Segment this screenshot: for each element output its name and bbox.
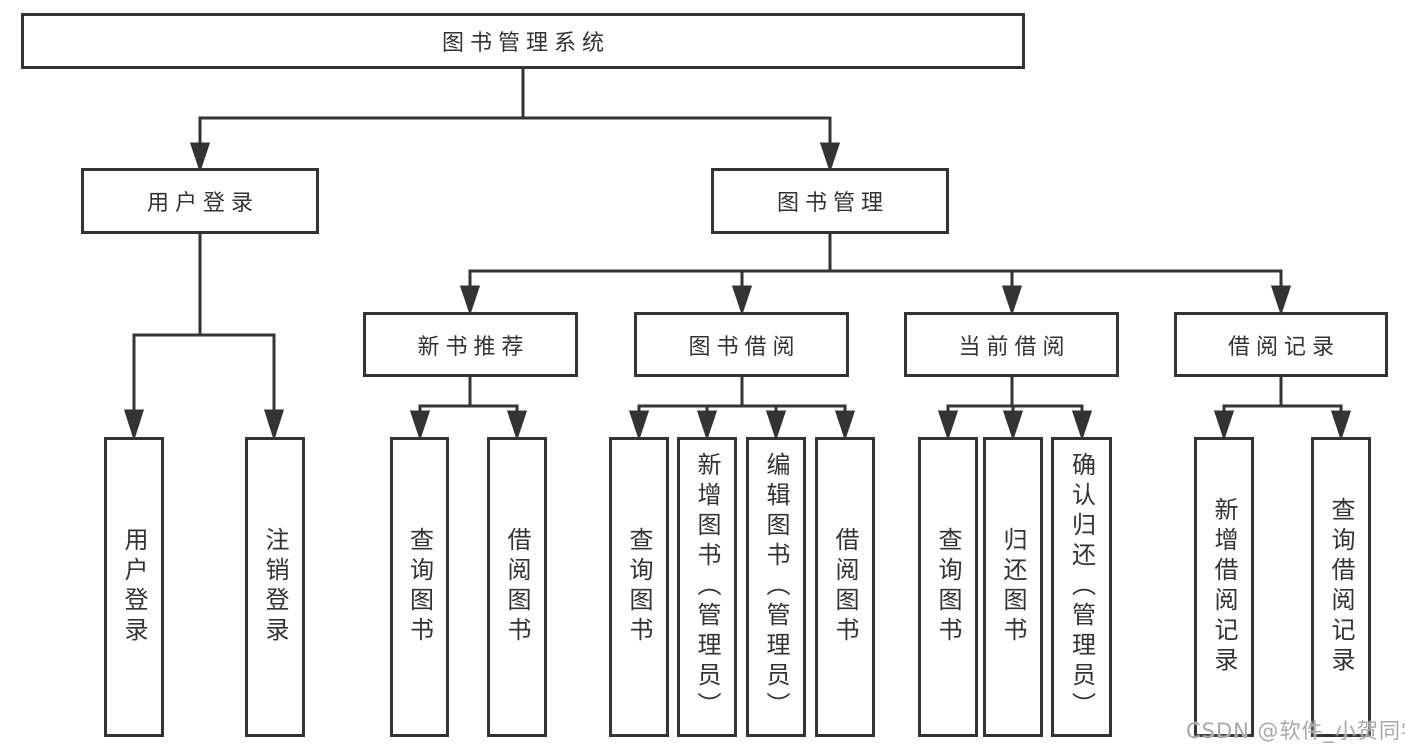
csdn-watermark: CSDN @软件_小贺同学 [1186,719,1405,743]
leaf-logout: 注销登录 [245,437,305,737]
leaf-borrow-book: 借阅图书 [815,437,875,737]
leaf-add-book-admin: 新增图书（管理员） [677,437,737,737]
node-new-book-recommend: 新书推荐 [363,312,578,377]
leaf-query-book-current: 查询图书 [918,437,978,737]
node-borrow-records: 借阅记录 [1174,312,1388,377]
connector-new-book-recommend-to-leaves [409,377,528,441]
leaf-query-book-recommend: 查询图书 [390,437,449,737]
leaf-return-book: 归还图书 [983,437,1043,737]
node-user-login: 用户登录 [81,168,319,234]
leaf-confirm-return-admin: 确认归还（管理员） [1051,437,1112,737]
leaf-user-login: 用户登录 [104,437,164,737]
connector-book-management-to-level3 [459,234,1292,316]
node-book-borrow: 图书借阅 [634,312,849,377]
leaf-edit-book-admin: 编辑图书（管理员） [746,437,806,737]
connector-book-borrow-to-leaves [628,377,856,441]
node-book-management: 图书管理 [711,168,949,234]
connector-user-login-to-leaves [123,234,285,441]
node-root-system: 图书管理系统 [21,13,1025,69]
leaf-query-borrow-record: 查询借阅记录 [1311,437,1371,737]
connector-borrow-records-to-leaves [1213,377,1352,441]
connector-current-borrow-to-leaves [937,377,1093,441]
leaf-query-book-borrow: 查询图书 [609,437,669,737]
leaf-borrow-book-recommend: 借阅图书 [487,437,547,737]
node-current-borrow: 当前借阅 [904,312,1119,377]
leaf-add-borrow-record: 新增借阅记录 [1194,437,1254,737]
connector-root-to-level2 [189,69,841,173]
